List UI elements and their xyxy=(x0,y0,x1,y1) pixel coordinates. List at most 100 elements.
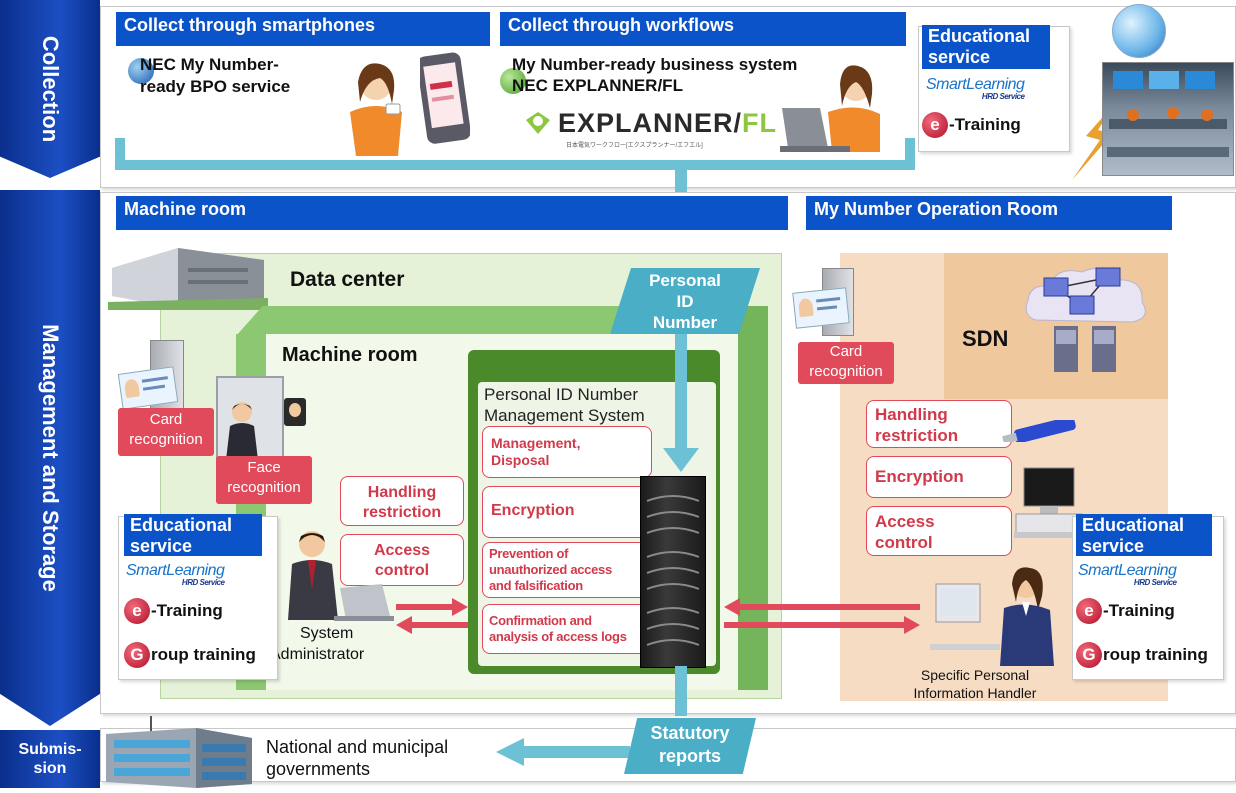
monitoring-room-image xyxy=(1102,62,1234,176)
management-band-label: Management and Storage xyxy=(38,324,63,592)
op-etraining-ball-icon: e xyxy=(1076,598,1102,624)
woman-with-smartphone-image xyxy=(336,52,416,156)
collection-connector-bottom xyxy=(115,160,915,170)
workflows-header: Collect through workflows xyxy=(500,12,906,46)
collection-etraining-text: -Training xyxy=(949,115,1021,134)
personal-id-text-2: ID xyxy=(676,292,694,311)
government-text-1: National and municipal xyxy=(266,737,449,757)
op-group-ball-icon: G xyxy=(1076,642,1102,668)
mr-group-ball-icon: G xyxy=(124,642,150,668)
op-handling-text-1: Handling xyxy=(875,405,948,424)
collection-band-label: Collection xyxy=(38,35,63,143)
fn-prevention-text-2: unauthorized access xyxy=(489,562,612,577)
arrow-to-system-right xyxy=(724,598,920,616)
op-id-card-image xyxy=(792,287,850,329)
system-title-2: Management System xyxy=(484,406,645,425)
id-card-image xyxy=(117,366,179,410)
sysadmin-text-2: Administrator xyxy=(270,646,365,663)
smartphones-header: Collect through smartphones xyxy=(116,12,490,46)
handler-text-1: Specific Personal xyxy=(920,667,1030,683)
op-access-control-box: Access control xyxy=(866,506,1012,556)
nec-logo-ball xyxy=(128,58,154,84)
fn-confirmation-text-2: analysis of access logs xyxy=(489,629,627,644)
submission-band-label-2: sion xyxy=(33,760,67,777)
access-text-1: Access xyxy=(373,542,431,559)
management-band: Management and Storage xyxy=(0,190,100,726)
fn-management-text-2: Disposal xyxy=(491,452,550,468)
handling-text-2: restriction xyxy=(362,504,442,521)
card-recognition-text-2: recognition xyxy=(129,431,203,448)
collection-connector-right xyxy=(905,138,915,168)
collection-band: Collection xyxy=(0,0,100,178)
data-center-label: Data center xyxy=(290,268,405,291)
fn-management-disposal: Management, Disposal xyxy=(482,426,652,478)
card-recognition-text-1: Card xyxy=(149,411,183,428)
statutory-reports-text-1: Statutory xyxy=(650,723,730,743)
machine-room-education-header: Educational service xyxy=(124,514,262,556)
access-control-box: Access control xyxy=(340,534,464,586)
machine-room-header: Machine room xyxy=(116,196,788,230)
collection-etraining: e-Training xyxy=(922,112,1021,138)
collection-smartlearning-sub: HRD Service xyxy=(981,92,1025,101)
arrow-from-system-right xyxy=(724,616,920,634)
fn-prevention: Prevention of unauthorized access and fa… xyxy=(482,542,652,598)
machine-room-inner-label: Machine room xyxy=(282,344,418,366)
explanner-subtext: 日本電気ワークフロー[エクスプランナー/エフエル] xyxy=(566,143,703,149)
op-access-text-1: Access xyxy=(875,512,935,531)
face-recognition-label: Face recognition xyxy=(216,456,312,504)
op-card-text-1: Card xyxy=(829,343,863,360)
reports-connector-down xyxy=(675,666,687,716)
system-administrator-image xyxy=(282,528,394,624)
government-text-2: governments xyxy=(266,759,371,779)
submission-band: Submis- sion xyxy=(0,730,100,788)
collection-education-header: Educational service xyxy=(922,25,1050,69)
mr-etraining: e-Training xyxy=(124,598,223,624)
op-access-text-2: control xyxy=(875,533,933,552)
collection-education-head-1: Educational xyxy=(928,26,1031,46)
op-encryption-text: Encryption xyxy=(875,467,964,486)
face-recognition-text-1: Face xyxy=(247,459,281,476)
arrow-to-system-left xyxy=(396,598,468,616)
server-rack-image xyxy=(640,476,706,668)
face-recognition-text-2: recognition xyxy=(227,479,301,496)
mr-education-head-2: service xyxy=(130,536,193,556)
op-smartlearning-text: SmartLearning xyxy=(1078,562,1177,579)
bpo-service-text-2: ready BPO service xyxy=(140,77,291,96)
fn-management-text-1: Management, xyxy=(491,435,581,451)
explanner-logo-text: EXPLANNER/ xyxy=(558,108,743,138)
personal-id-arrow-shaft xyxy=(675,334,687,450)
mr-smartlearning-text: SmartLearning xyxy=(126,562,225,579)
system-title-1: Personal ID Number xyxy=(484,385,639,404)
op-group-text: roup training xyxy=(1103,645,1208,664)
operation-room-header: My Number Operation Room xyxy=(806,196,1172,230)
face-scanner-icon xyxy=(284,398,306,426)
fn-prevention-text-3: and falsification xyxy=(489,578,583,593)
sdn-label: SDN xyxy=(962,326,1009,351)
mr-etraining-ball-icon: e xyxy=(124,598,150,624)
op-smartlearning-sub: HRD Service xyxy=(1133,578,1177,587)
etraining-ball-icon: e xyxy=(922,112,948,138)
woman-with-laptop-image xyxy=(776,52,900,158)
nec-green-ball xyxy=(500,68,526,94)
fn-encryption-text: Encryption xyxy=(491,502,575,519)
mr-education-head-1: Educational xyxy=(130,515,233,535)
handler-text-2: Information Handler xyxy=(913,685,1037,701)
op-etraining: e-Training xyxy=(1076,598,1175,624)
op-encryption-box: Encryption xyxy=(866,456,1012,498)
collection-education-head-2: service xyxy=(928,47,991,67)
op-etraining-text: -Training xyxy=(1103,601,1175,620)
personal-id-text-3: Number xyxy=(652,313,718,332)
bpo-service-text-1: NEC My Number- xyxy=(140,55,279,74)
sdn-cloud-network-icon xyxy=(1016,256,1156,376)
personal-id-badge xyxy=(610,268,760,334)
access-text-2: control xyxy=(374,562,430,579)
smartphone-image xyxy=(416,52,471,146)
card-recognition-label: Card recognition xyxy=(118,408,214,456)
usb-drive-icon xyxy=(1000,416,1080,445)
desktop-computer-icon xyxy=(1014,464,1086,540)
op-card-text-2: recognition xyxy=(809,363,883,380)
